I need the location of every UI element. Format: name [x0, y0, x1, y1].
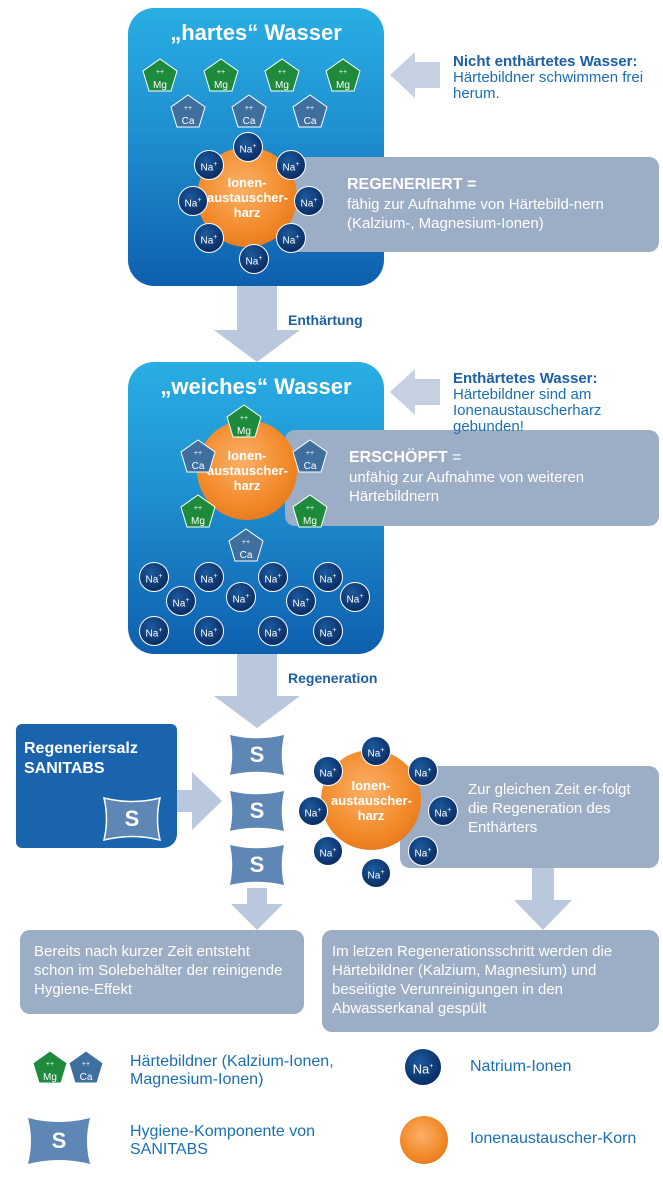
- na-ion: Na+: [166, 586, 196, 616]
- legend-resin-text: Ionenaustauscher-Korn: [470, 1130, 637, 1147]
- na-ion: Na+: [258, 616, 288, 646]
- mg-ion: Mg++: [203, 58, 239, 92]
- erschoepft-text: unfähig zur Aufnahme von weiteren Härteb…: [349, 469, 585, 505]
- regeneriert-box: REGENERIERT = fähig zur Aufnahme von Här…: [285, 157, 659, 252]
- note-soft-text: Härtebildner sind am Ionenaustauscherhar…: [453, 386, 602, 435]
- mg-ion: Mg++: [180, 494, 216, 528]
- salt-title-1: Regeneriersalz: [24, 740, 138, 757]
- salt-tablet: S: [100, 796, 164, 842]
- ca-ion: Ca++: [170, 94, 206, 128]
- note-hard-title: Nicht enthärtetes Wasser:: [453, 53, 638, 70]
- na-ion: Na+: [276, 223, 306, 253]
- na-ion: Na+: [139, 616, 169, 646]
- note-hard-water: Nicht enthärtetes Wasser: Härtebildner s…: [453, 54, 663, 102]
- na-ion: Na+: [408, 756, 438, 786]
- legend-hygiene-text: Hygiene-Komponente von SANITABS: [130, 1123, 316, 1158]
- note-arrow-soft: [390, 369, 440, 415]
- legend-na-icon: Na+: [404, 1048, 442, 1086]
- erschoepft-title: ERSCHÖPFT: [349, 449, 448, 466]
- arrow-salt-right: [168, 772, 222, 830]
- na-ion: Na+: [340, 582, 370, 612]
- hygiene-box: Bereits nach kurzer Zeit entsteht schon …: [20, 930, 304, 1014]
- sanitabs-tablet: S: [225, 842, 289, 888]
- na-ion: Na+: [194, 223, 224, 253]
- na-ion: Na+: [139, 562, 169, 592]
- na-ion: Na+: [313, 836, 343, 866]
- sanitabs-tablet: S: [225, 732, 289, 778]
- na-ion: Na+: [258, 562, 288, 592]
- na-ion: Na+: [239, 244, 269, 274]
- legend-ca-icon: Ca++: [68, 1050, 104, 1084]
- na-ion: Na+: [361, 736, 391, 766]
- na-ion: Na+: [408, 836, 438, 866]
- na-ion: Na+: [294, 186, 324, 216]
- arrow-s-down: [231, 888, 283, 930]
- arrow-label-enthaertung: Enthärtung: [288, 312, 363, 328]
- arrow-label-regeneration: Regeneration: [288, 670, 378, 686]
- erschoepft-box: ERSCHÖPFT = unfähig zur Aufnahme von wei…: [285, 430, 659, 526]
- ca-ion: Ca++: [180, 439, 216, 473]
- na-ion: Na+: [194, 150, 224, 180]
- drain-text: Im letzen Regenerationsschritt werden di…: [332, 943, 613, 1017]
- na-ion: Na+: [361, 858, 391, 888]
- na-ion: Na+: [276, 150, 306, 180]
- legend-resin-icon: [400, 1116, 448, 1164]
- na-ion: Na+: [226, 582, 256, 612]
- arrow-regen-down: [514, 868, 572, 930]
- mg-ion: Mg++: [325, 58, 361, 92]
- salt-title-2: SANITABS: [24, 760, 105, 777]
- regeneriert-title: REGENERIERT =: [347, 176, 477, 193]
- mg-ion: Mg++: [226, 404, 262, 438]
- mg-ion: Mg++: [264, 58, 300, 92]
- na-ion: Na+: [233, 132, 263, 162]
- note-hard-text: Härtebildner schwimmen frei herum.: [453, 69, 644, 102]
- regeneriert-text: fähig zur Aufnahme von Härtebild-nern (K…: [347, 196, 604, 232]
- hard-water-title: „hartes“ Wasser: [170, 20, 342, 45]
- legend-hardness-text: Härtebildner (Kalzium-Ionen, Magnesium-I…: [130, 1053, 334, 1088]
- legend-sodium-text: Natrium-Ionen: [470, 1058, 572, 1075]
- arrow-enthaertung: [214, 286, 300, 362]
- ca-ion: Ca++: [231, 94, 267, 128]
- na-ion: Na+: [428, 796, 458, 826]
- ca-ion: Ca++: [292, 94, 328, 128]
- na-ion: Na+: [286, 586, 316, 616]
- soft-water-title: „weiches“ Wasser: [160, 374, 352, 399]
- note-soft-title: Enthärtetes Wasser:: [453, 370, 598, 387]
- drain-box: Im letzen Regenerationsschritt werden di…: [322, 930, 659, 1032]
- na-ion: Na+: [313, 756, 343, 786]
- na-ion: Na+: [194, 616, 224, 646]
- ca-ion: Ca++: [228, 528, 264, 562]
- arrow-regeneration: [214, 654, 300, 728]
- regeneration-text: Zur gleichen Zeit er-folgt die Regenerat…: [468, 781, 631, 836]
- note-soft-water: Enthärtetes Wasser: Härtebildner sind am…: [453, 371, 658, 435]
- mg-ion: Mg++: [292, 494, 328, 528]
- legend-mg-icon: Mg++: [32, 1050, 68, 1084]
- ca-ion: Ca++: [292, 439, 328, 473]
- note-arrow-hard: [390, 52, 440, 98]
- hygiene-text: Bereits nach kurzer Zeit entsteht schon …: [34, 943, 283, 998]
- na-ion: Na+: [313, 616, 343, 646]
- mg-ion: Mg++: [142, 58, 178, 92]
- na-ion: Na+: [194, 562, 224, 592]
- na-ion: Na+: [313, 562, 343, 592]
- sanitabs-tablet: S: [225, 788, 289, 834]
- na-ion: Na+: [178, 186, 208, 216]
- na-ion: Na+: [298, 796, 328, 826]
- legend-s-icon: S: [24, 1116, 94, 1166]
